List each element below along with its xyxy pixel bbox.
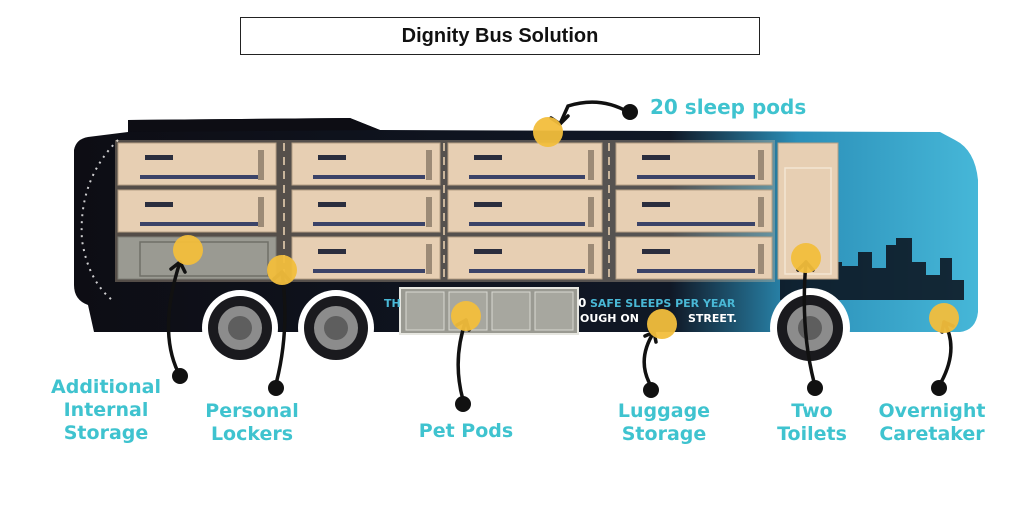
bus-side-slogan: TH 0 SAFE SLEEPS PER YEAR OUGH ON STREET… (384, 296, 737, 325)
diagram-title: Dignity Bus Solution (240, 17, 760, 55)
sleep-pod (615, 236, 773, 280)
slogan-line1-num: 0 (578, 296, 586, 310)
callout-dot (807, 380, 823, 396)
callout-dot (455, 396, 471, 412)
callout-dot (643, 382, 659, 398)
sleep-pod (615, 142, 773, 186)
label-personal-lockers: Personal Lockers (205, 400, 299, 445)
sleep-pod (291, 189, 441, 233)
callout-arrow-sleep-pods (558, 100, 630, 126)
label-pet-pods: Pet Pods (418, 420, 514, 442)
callout-arrow-additional-storage (166, 260, 182, 374)
slogan-line1-right: SAFE SLEEPS PER YEAR (590, 297, 736, 310)
label-sleep-pods: 20 sleep pods (650, 95, 807, 119)
sleep-pod (291, 142, 441, 186)
slogan-line2-left: OUGH ON (580, 312, 639, 325)
wheel (202, 290, 278, 366)
callout-dot (172, 368, 188, 384)
callout-dot (931, 380, 947, 396)
marker-additional-storage (173, 235, 203, 265)
marker-sleep-pods (533, 117, 563, 147)
marker-personal-lockers (267, 255, 297, 285)
marker-luggage (647, 309, 677, 339)
sleep-pod (117, 189, 277, 233)
wheel (298, 290, 374, 366)
pet-pods-compartment (399, 287, 579, 335)
sleep-pod (447, 189, 603, 233)
slogan-line2-right: STREET. (688, 312, 737, 325)
marker-toilets (791, 243, 821, 273)
sleep-pod (447, 236, 603, 280)
marker-caretaker (929, 303, 959, 333)
label-two-toilets: Two Toilets (777, 400, 847, 445)
label-luggage-storage: Luggage Storage (617, 400, 711, 445)
label-overnight-caretaker: Overnight Caretaker (878, 400, 986, 445)
slogan-line1-left: TH (384, 297, 401, 310)
sleep-pod (447, 142, 603, 186)
sleep-pods-grid (115, 140, 775, 282)
callout-dot (622, 104, 638, 120)
marker-pet-pods (451, 301, 481, 331)
label-additional-internal-storage: Additional Internal Storage (51, 376, 161, 444)
sleep-pod (615, 189, 773, 233)
callout-arrow-luggage (642, 330, 656, 388)
sleep-pod (117, 142, 277, 186)
callout-dot (268, 380, 284, 396)
sleep-pod (291, 236, 441, 280)
callout-arrow-toilets (802, 260, 817, 388)
